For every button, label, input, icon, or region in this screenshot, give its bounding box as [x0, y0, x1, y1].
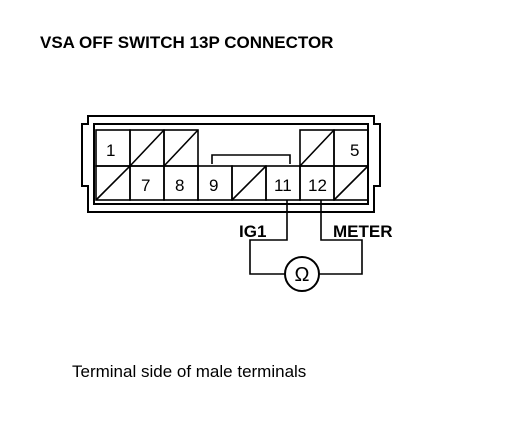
ig1-label: IG1: [239, 222, 266, 241]
diagram-title: VSA OFF SWITCH 13P CONNECTOR: [40, 33, 333, 52]
pin-12-label: 12: [308, 176, 327, 195]
empty-cavity-3: [163, 129, 199, 167]
test-leads: [249, 200, 363, 275]
pin-5-label: 5: [350, 141, 359, 160]
pin-11-label: 11: [274, 176, 292, 195]
meter-label: METER: [333, 222, 393, 241]
pin-grid: [95, 129, 369, 201]
empty-cavity-6: [95, 165, 131, 201]
meter-lead: [319, 200, 363, 275]
pin-1-label: 1: [106, 141, 115, 160]
pin-labels: 1 5 7 8 9 11 12: [106, 141, 359, 195]
empty-cavity-marks: [95, 129, 369, 201]
pin-9-label: 9: [209, 176, 218, 195]
pin-7-label: 7: [141, 176, 150, 195]
empty-cavity-2: [129, 129, 165, 167]
empty-cavity-4: [299, 129, 335, 167]
ig1-lead: [249, 200, 288, 275]
ohmmeter-icon: Ω: [284, 256, 320, 292]
empty-cavity-10: [231, 165, 267, 201]
ohm-symbol: Ω: [295, 264, 310, 286]
pin-8-label: 8: [175, 176, 184, 195]
diagram-caption: Terminal side of male terminals: [72, 362, 306, 381]
empty-cavity-13: [333, 165, 369, 201]
